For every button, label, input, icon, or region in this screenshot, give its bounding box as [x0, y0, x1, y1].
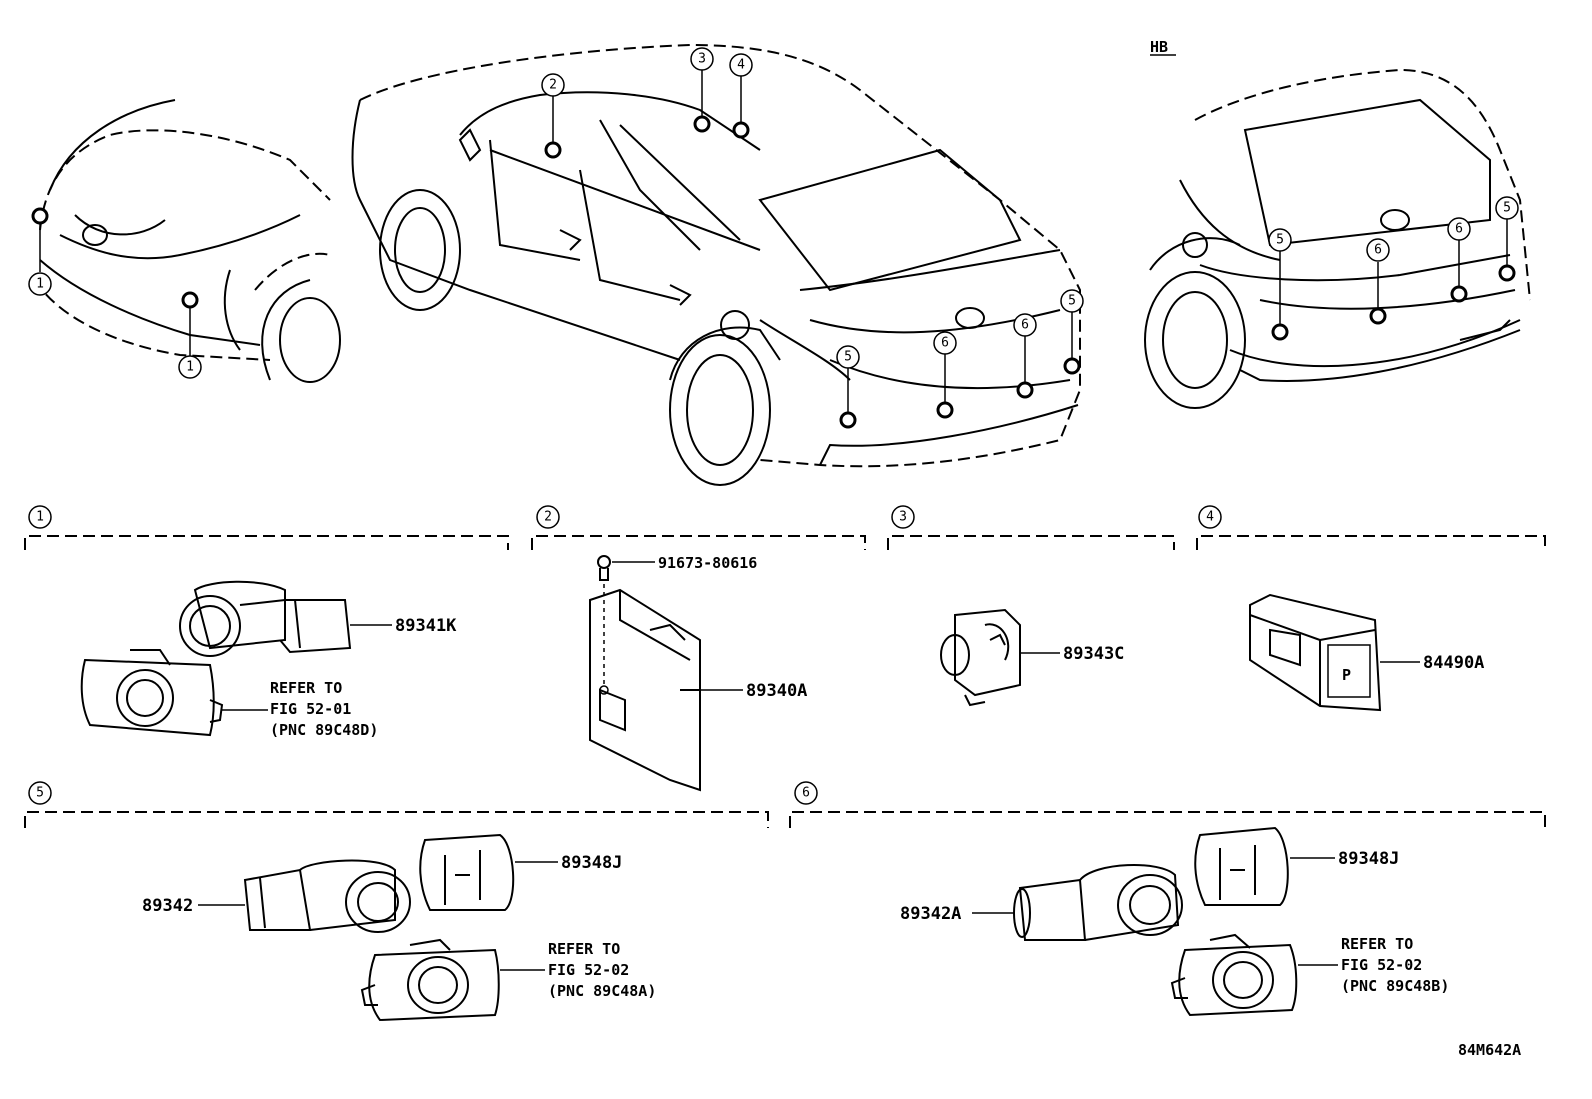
svg-text:6: 6 [1374, 243, 1382, 258]
svg-text:2: 2 [549, 78, 557, 93]
svg-text:1: 1 [36, 510, 44, 525]
callout-5-hatch-right: 5 [1495, 196, 1519, 220]
section-6-header: 6 [789, 781, 1546, 828]
svg-text:6: 6 [1455, 222, 1463, 237]
svg-text:4: 4 [737, 58, 745, 73]
module-89340A-illustration [589, 588, 701, 792]
figure-code: 84M642A [1458, 1041, 1521, 1059]
svg-text:6: 6 [941, 336, 949, 351]
part-84490A-label: 84490A [1423, 653, 1484, 673]
front-view-illustration [31, 99, 341, 383]
part-89341K-label: 89341K [395, 616, 457, 636]
sensor-89342-illustration [243, 859, 411, 933]
bezel-section6-illustration [1170, 933, 1298, 1017]
bracket-89348J-sec5-illustration [419, 833, 515, 911]
section-1-header: 1 [24, 505, 509, 550]
refer6-line2: FIG 52-02 [1341, 956, 1422, 974]
svg-text:3: 3 [899, 510, 907, 525]
part-91673-80616-label: 91673-80616 [658, 554, 757, 572]
svg-text:5: 5 [844, 350, 852, 365]
callout-5-sedan-right: 5 [1060, 289, 1084, 313]
refer6-line1: REFER TO [1341, 935, 1413, 953]
refer1-line3: (PNC 89C48D) [270, 721, 378, 739]
switch-face-text: P [1342, 666, 1351, 684]
bezel-section1-illustration [80, 649, 224, 737]
header-code: HB [1150, 38, 1168, 56]
part-89343C-illustration [940, 608, 1021, 707]
callout-6-hatch-right: 6 [1447, 217, 1471, 241]
svg-text:3: 3 [698, 52, 706, 67]
svg-text:5: 5 [1503, 201, 1511, 216]
svg-text:5: 5 [1068, 294, 1076, 309]
svg-text:6: 6 [1021, 318, 1029, 333]
part-89342A-label: 89342A [900, 904, 961, 924]
sensor-89342A-illustration [1013, 863, 1183, 941]
screw-91673-80616-illustration [597, 555, 611, 685]
callout-5-sedan-left: 5 [836, 345, 860, 369]
section-3-header: 3 [887, 505, 1175, 550]
part-89340A-label: 89340A [746, 681, 807, 701]
refer6-line3: (PNC 89C48B) [1341, 977, 1449, 995]
callout-6-sedan-left: 6 [933, 331, 957, 355]
svg-text:1: 1 [186, 360, 194, 375]
refer5-line1: REFER TO [548, 940, 620, 958]
svg-text:1: 1 [36, 277, 44, 292]
svg-text:5: 5 [36, 786, 44, 801]
callout-4-car: 4 [729, 53, 753, 77]
callout-6-hatch-left: 6 [1366, 238, 1390, 262]
part-89348J-sec5-label: 89348J [561, 853, 622, 873]
bezel-section5-illustration [360, 938, 500, 1022]
svg-text:2: 2 [544, 510, 552, 525]
svg-text:6: 6 [802, 786, 810, 801]
hatchback-illustration [1144, 68, 1531, 409]
part-89343C-label: 89343C [1063, 644, 1124, 664]
section-5-header: 5 [24, 781, 769, 828]
section-2-header: 2 [531, 505, 866, 550]
callout-2-car: 2 [541, 73, 565, 97]
callout-1a: 1 [28, 272, 52, 296]
refer5-line3: (PNC 89C48A) [548, 982, 656, 1000]
section-4-header: 4 [1196, 505, 1546, 550]
sedan-illustration [351, 43, 1081, 486]
refer1-line2: FIG 52-01 [270, 700, 351, 718]
refer5-line2: FIG 52-02 [548, 961, 629, 979]
part-89348J-sec6-label: 89348J [1338, 849, 1399, 869]
bracket-89348J-sec6-illustration [1194, 826, 1289, 906]
svg-text:4: 4 [1206, 510, 1214, 525]
refer1-line1: REFER TO [270, 679, 342, 697]
callout-5-hatch-left: 5 [1268, 228, 1292, 252]
switch-84490A-illustration: P [1249, 593, 1382, 712]
callout-6-sedan-right: 6 [1013, 313, 1037, 337]
svg-text:5: 5 [1276, 233, 1284, 248]
callout-3-car: 3 [690, 47, 714, 71]
callout-1b: 1 [178, 355, 202, 379]
sensor-89341K-illustration [179, 580, 352, 657]
part-89342-label: 89342 [142, 896, 193, 916]
